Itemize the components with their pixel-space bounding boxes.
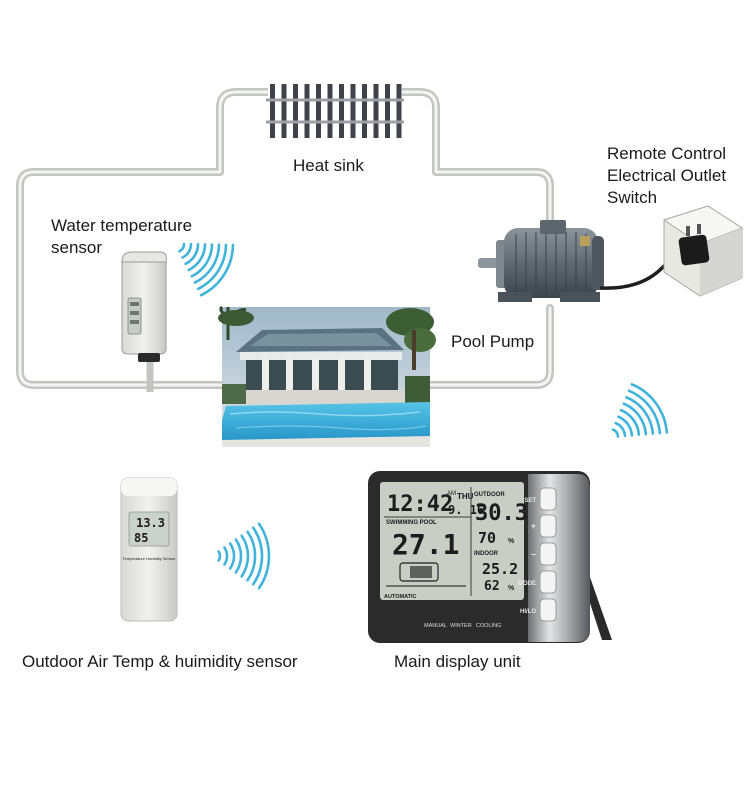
- wave-arc: [196, 243, 228, 291]
- wave-arc: [630, 383, 669, 434]
- display-mode-automatic: AUTOMATIC: [384, 594, 417, 600]
- heat-sink-fin: [362, 84, 367, 138]
- wave-arc: [178, 242, 186, 253]
- display-button-label: MODE: [518, 581, 536, 587]
- display-mode-cooling: COOLING: [476, 623, 501, 629]
- wave-arc: [611, 428, 620, 438]
- main-display-label: Main display unit: [394, 652, 521, 671]
- heat-sink-fin: [373, 84, 379, 138]
- remote-switch-label-line3: Switch: [607, 188, 658, 207]
- pool-pump-label: Pool Pump: [451, 332, 535, 351]
- display-pool-temp: 27.1: [392, 528, 459, 561]
- heat-sink-fin: [350, 84, 356, 138]
- wave-arc: [228, 542, 236, 570]
- wave-arc: [252, 526, 264, 586]
- display-button-label: HI/LO: [520, 609, 536, 615]
- wave-arc: [234, 538, 243, 574]
- heat-sink-fin: [270, 84, 275, 138]
- heat-sink-fin: [304, 84, 310, 138]
- wave-arc: [617, 415, 634, 437]
- water-temperature-sensor-icon: [121, 251, 167, 392]
- heat-sink-fin: [339, 84, 344, 138]
- outdoor-sensor-humidity: 85: [134, 531, 148, 545]
- wave-arc: [199, 243, 235, 297]
- wave-arc: [190, 243, 214, 278]
- outdoor-sensor-caption: Temperature Humidity Sensor: [123, 556, 177, 561]
- remote-switch-label-line1: Remote Control: [607, 144, 727, 163]
- display-mode-manual: MANUAL: [424, 623, 447, 629]
- remote-outlet-switch-icon: [662, 205, 744, 297]
- display-button-label: +: [531, 521, 536, 531]
- display-button[interactable]: [539, 598, 557, 622]
- wave-arc: [627, 389, 662, 435]
- main-display-unit: 12:42 AM THU 9. 16 OUTDOOR 30.3 70 % SWI…: [368, 471, 612, 643]
- wave-arc: [193, 243, 221, 284]
- remote-switch-label-line2: Electrical Outlet: [607, 166, 727, 185]
- wave-arc: [187, 243, 207, 272]
- heat-sink-fin: [281, 84, 287, 138]
- heat-sink-fin: [396, 84, 402, 138]
- display-time: 12:42: [387, 492, 453, 517]
- wave-arc: [622, 402, 648, 436]
- water-sensor-label-line1: Water temperature: [51, 216, 193, 235]
- wave-arc: [181, 242, 193, 259]
- water-sensor-label-line2: sensor: [51, 238, 103, 257]
- display-outdoor-humidity: 70: [478, 529, 496, 547]
- heat-sink-fin: [327, 84, 333, 138]
- pool-pump-icon: [478, 220, 604, 302]
- display-button-label: –: [531, 549, 536, 559]
- display-pool-label: SWIMMING POOL: [386, 520, 437, 526]
- display-ampm: AM: [447, 491, 456, 497]
- display-indoor-label: INDOOR: [474, 551, 499, 557]
- heat-sink-fin: [316, 84, 321, 138]
- display-button[interactable]: [539, 570, 557, 594]
- wave-arc: [240, 534, 250, 578]
- wave-arc: [619, 408, 641, 436]
- outdoor-air-sensor-icon: 13.3 85 Temperature Humidity Sensor: [120, 477, 178, 622]
- display-outdoor-label: OUTDOOR: [474, 492, 505, 498]
- display-button[interactable]: [539, 514, 557, 538]
- display-mode-winter: WINTER: [450, 623, 472, 629]
- wave-arc: [184, 243, 200, 266]
- outdoor-sensor-temperature: 13.3: [136, 516, 165, 530]
- wave-arc: [246, 530, 257, 582]
- display-date: 9. 16: [448, 503, 484, 517]
- display-indoor-temp: 25.2: [482, 560, 518, 578]
- wave-arc: [625, 396, 655, 435]
- heat-sink-label: Heat sink: [293, 156, 364, 175]
- svg-text:%: %: [508, 585, 515, 592]
- display-button[interactable]: [539, 487, 557, 511]
- heat-sink-fin: [293, 84, 298, 138]
- svg-text:%: %: [508, 538, 515, 545]
- pipe-loop: [16, 88, 554, 389]
- display-outdoor-temp: 30.3: [475, 501, 528, 526]
- swimming-pool-image: [218, 305, 436, 447]
- wave-arc: [217, 550, 222, 562]
- wave-arc: [223, 546, 229, 566]
- wave-arc: [614, 421, 627, 438]
- display-weekday: THU: [457, 492, 474, 501]
- wave-arc: [257, 522, 271, 590]
- display-button-label: SET: [524, 498, 536, 504]
- display-indoor-humidity: 62: [484, 579, 500, 594]
- outdoor-sensor-label: Outdoor Air Temp & huimidity sensor: [22, 652, 298, 671]
- heat-sink-icon: [266, 84, 404, 138]
- wireless-signal-waves: [178, 242, 669, 590]
- heat-sink-fin: [385, 84, 390, 138]
- display-button[interactable]: [539, 542, 557, 566]
